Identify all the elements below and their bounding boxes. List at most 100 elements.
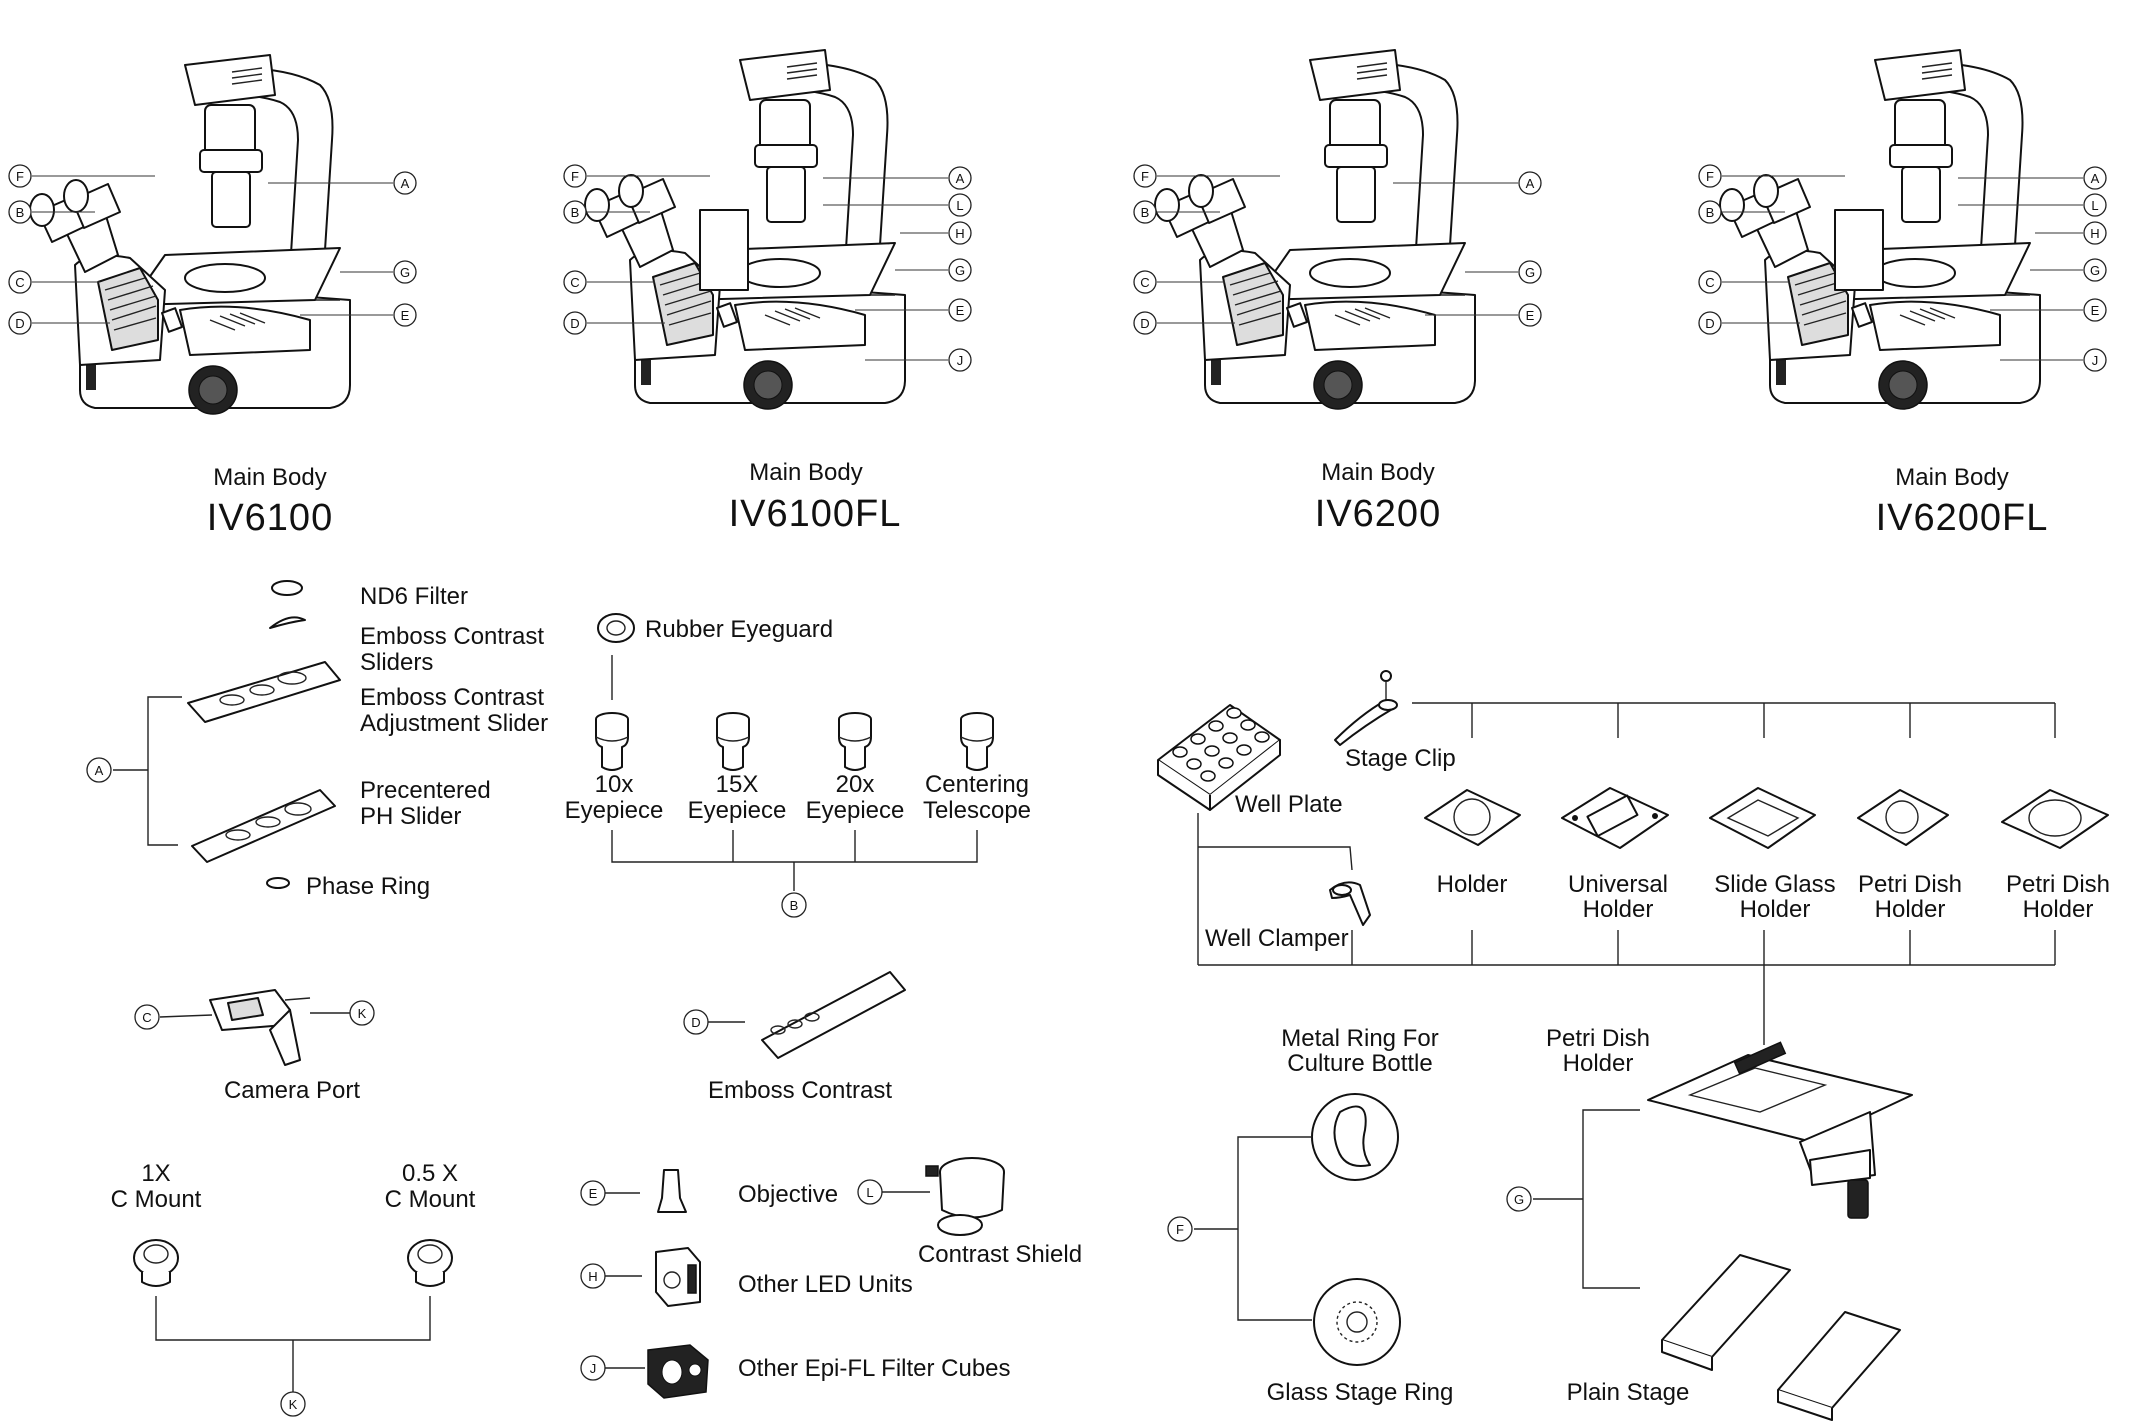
glass-stage-ring-part <box>1313 1278 1401 1366</box>
stage-accessories: Well Plate Stage Clip <box>1157 670 2110 1421</box>
callout-circle <box>1133 164 1157 188</box>
model-iv6200fl <box>1719 49 2041 410</box>
well <box>1186 758 1202 770</box>
callout-c: C <box>15 275 24 290</box>
metal-ring-part <box>1311 1093 1399 1181</box>
callout-c: C <box>142 1010 151 1025</box>
callout-h: H <box>955 226 964 241</box>
c-mount-label: C Mount <box>385 1186 476 1213</box>
callout-circle <box>1133 311 1157 335</box>
callout-d: D <box>691 1015 700 1030</box>
callout-a: A <box>956 171 965 186</box>
model-name: IV6100FL <box>729 493 902 535</box>
slide-glass-holder-part <box>1709 787 1816 849</box>
callout-b: B <box>1706 205 1715 220</box>
well-plate-part <box>1157 704 1281 811</box>
camera-port-label: Camera Port <box>224 1077 360 1104</box>
emboss-contrast-label: Emboss Contrast <box>708 1077 892 1104</box>
callout-circle <box>948 298 972 322</box>
callout-l: L <box>956 198 963 213</box>
universal-holder-part <box>1561 787 1669 849</box>
objective-part <box>657 1169 687 1213</box>
callout-j: J <box>590 1361 597 1376</box>
callout-circle <box>2083 298 2107 322</box>
holder-label: Holder <box>1875 896 1946 923</box>
c-mount-1x-part <box>133 1239 179 1287</box>
well <box>1254 731 1270 743</box>
callout-c: C <box>1705 275 1714 290</box>
callout-a: A <box>95 763 104 778</box>
led-units-label: Other LED Units <box>738 1271 913 1298</box>
callout-f: F <box>571 169 579 184</box>
callout-circle <box>393 171 417 195</box>
callout-circle <box>948 166 972 190</box>
callout-circle <box>2083 258 2107 282</box>
callout-circle <box>563 164 587 188</box>
callout-f: F <box>1176 1222 1184 1237</box>
callout-g: G <box>1525 265 1535 280</box>
objective-label: Objective <box>738 1181 838 1208</box>
callout-circle <box>1133 200 1157 224</box>
nd6-filter-part <box>271 580 303 596</box>
callout-g: G <box>2090 263 2100 278</box>
callout-j: J <box>2092 353 2099 368</box>
callout-a: A <box>2091 171 2100 186</box>
eyeguard-label: Rubber Eyeguard <box>645 616 833 643</box>
emboss-contrast-part <box>761 971 906 1059</box>
callout-e: E <box>1526 308 1535 323</box>
model-name: IV6200 <box>1315 493 1441 535</box>
callout-circle <box>8 200 32 224</box>
well-clamper-part <box>1329 881 1371 926</box>
plain-stage-part <box>1661 1254 1901 1421</box>
callout-circle <box>1698 270 1722 294</box>
holder-label: Petri Dish <box>2006 871 2110 898</box>
callout-circle <box>948 221 972 245</box>
eyepiece-10x-part <box>595 712 629 771</box>
centering-telescope-part <box>960 712 994 771</box>
callout-c: C <box>570 275 579 290</box>
well-clamper-label: Well Clamper <box>1205 925 1349 952</box>
emboss-adjust-label: Emboss Contrast <box>360 684 544 711</box>
eyeguard-part <box>597 613 635 643</box>
model-caption: Main Body <box>1895 464 2008 491</box>
callout-circle <box>1518 171 1542 195</box>
eyepiece-label: Eyepiece <box>806 797 905 824</box>
holder-label: Holder <box>1740 896 1811 923</box>
model-iv6100 <box>29 54 351 415</box>
callout-k: K <box>358 1006 367 1021</box>
well <box>1222 732 1238 744</box>
eyepiece-label: 15X <box>716 771 759 798</box>
holder-label: Universal <box>1568 871 1668 898</box>
callout-circle <box>393 260 417 284</box>
callout-f: F <box>1706 169 1714 184</box>
stage-clip-label: Stage Clip <box>1345 745 1456 772</box>
holder-label: Holder <box>1583 896 1654 923</box>
emboss-adjust-label: Adjustment Slider <box>360 710 548 737</box>
telescope-label: Centering <box>925 771 1029 798</box>
callout-circle <box>393 303 417 327</box>
callout-g: G <box>400 265 410 280</box>
callout-e: E <box>401 308 410 323</box>
holder-label: Holder <box>2023 896 2094 923</box>
callout-circle <box>1698 200 1722 224</box>
callout-d: D <box>1140 316 1149 331</box>
emboss-slider-part <box>269 616 306 629</box>
callout-circle <box>1698 164 1722 188</box>
c-mount-label: 0.5 X <box>402 1160 458 1187</box>
callout-circle <box>8 311 32 335</box>
filter-cube-part <box>647 1344 709 1399</box>
eyepiece-20x-part <box>838 712 872 771</box>
callout-circle <box>948 348 972 372</box>
callout-e: E <box>2091 303 2100 318</box>
c-mount-label: C Mount <box>111 1186 202 1213</box>
contrast-shield-part <box>925 1157 1005 1236</box>
callout-f: F <box>16 169 24 184</box>
callout-circle <box>563 311 587 335</box>
mechanical-stage-label: Petri Dish <box>1546 1025 1650 1052</box>
callout-d: D <box>15 316 24 331</box>
callout-circle <box>948 193 972 217</box>
mechanical-stage-part <box>1647 1041 1913 1219</box>
led-unit-part <box>655 1247 701 1307</box>
